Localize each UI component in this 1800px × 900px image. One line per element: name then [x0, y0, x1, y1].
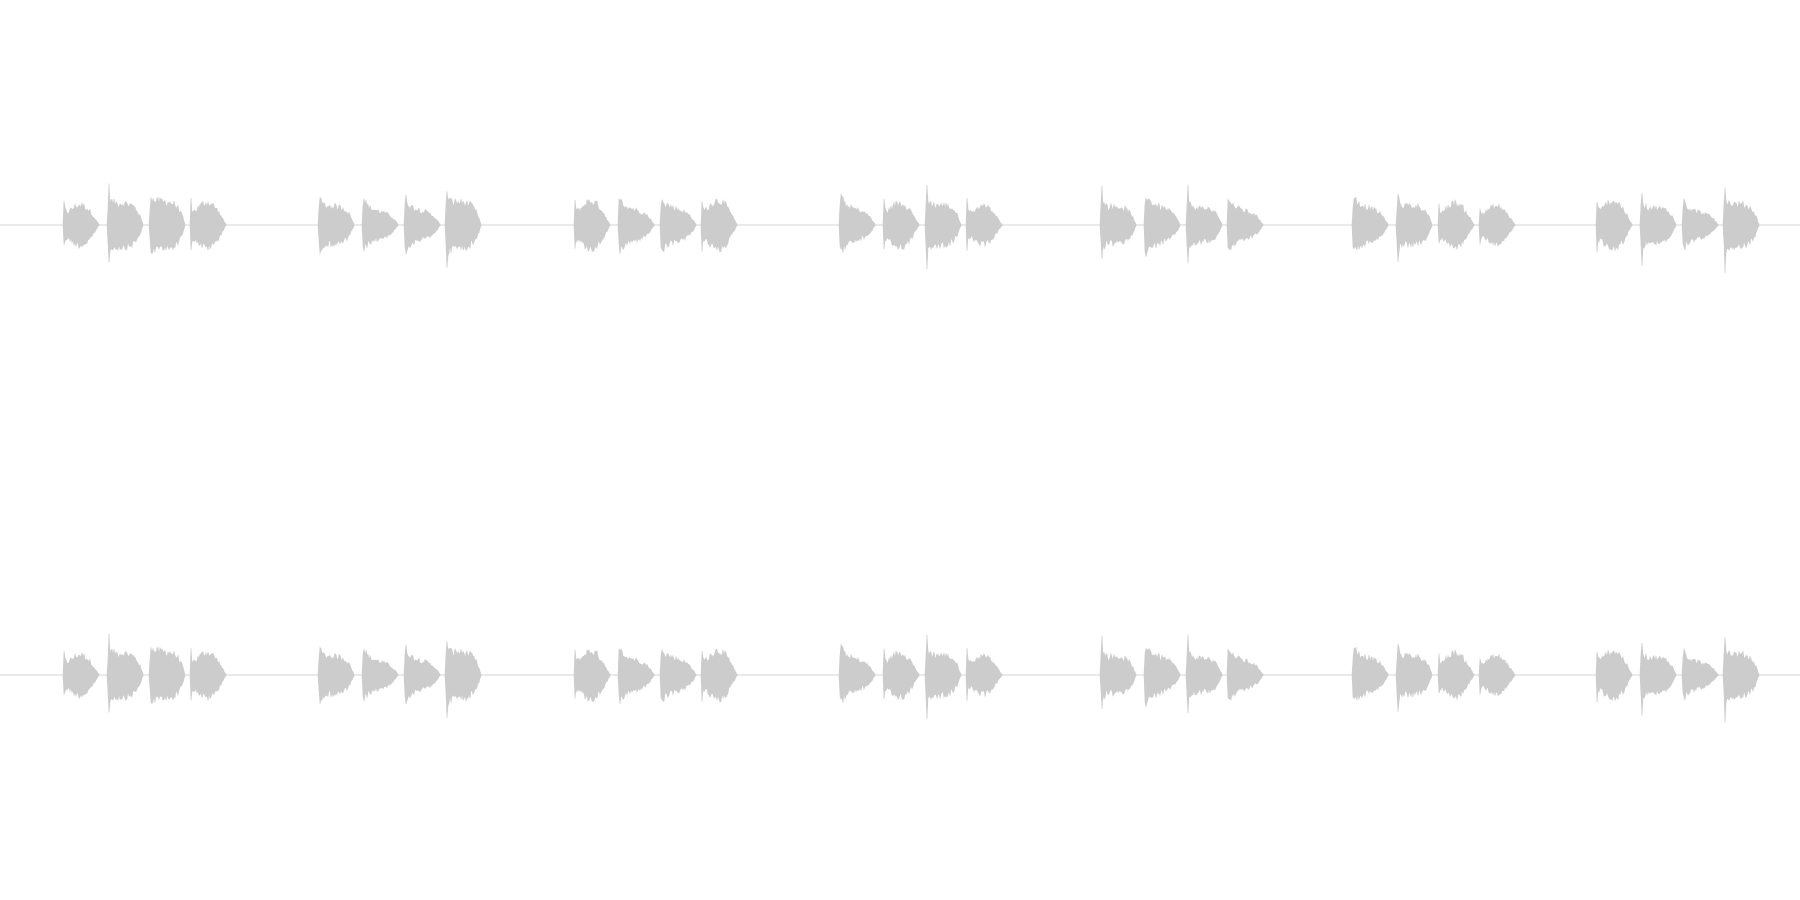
waveform-burst	[106, 633, 144, 713]
waveform-burst	[1639, 192, 1677, 266]
waveform-burst	[617, 198, 655, 255]
waveform-burst	[1681, 198, 1719, 251]
waveform-burst	[189, 197, 227, 251]
waveform-burst	[1143, 197, 1181, 257]
waveform-burst	[838, 643, 876, 703]
waveform-burst	[573, 649, 611, 702]
waveform-burst	[1099, 635, 1137, 710]
waveform-burst	[361, 648, 399, 702]
waveform-burst	[1437, 648, 1475, 700]
waveform-burst	[1722, 187, 1760, 273]
waveform-burst	[838, 193, 876, 253]
waveform-burst	[924, 634, 962, 720]
waveform-burst	[700, 198, 738, 253]
waveform-burst	[1478, 203, 1516, 247]
waveform-burst	[1437, 198, 1475, 250]
waveform-channel-1[interactable]	[0, 183, 1800, 273]
waveform-burst	[403, 194, 441, 254]
waveform-burst	[148, 196, 186, 254]
waveform-burst	[361, 198, 399, 252]
waveform-channel-2[interactable]	[0, 633, 1800, 723]
waveform-burst	[882, 648, 920, 701]
waveform-burst	[573, 199, 611, 252]
waveform-burst	[1395, 643, 1433, 712]
waveform-burst	[189, 647, 227, 701]
waveform-burst	[1226, 648, 1264, 701]
waveform-burst	[1681, 648, 1719, 701]
waveform-burst	[1099, 185, 1137, 260]
waveform-burst	[106, 183, 144, 263]
waveform-burst	[1595, 650, 1633, 703]
waveform-burst	[444, 641, 482, 718]
waveform-burst	[1143, 647, 1181, 707]
waveform-burst	[1351, 197, 1389, 251]
waveform-burst	[1226, 198, 1264, 251]
waveform-burst	[700, 648, 738, 703]
waveform-burst	[148, 646, 186, 704]
waveform-burst	[1478, 653, 1516, 697]
waveform-burst	[659, 199, 697, 252]
waveform-burst	[1395, 193, 1433, 262]
waveform-burst	[62, 200, 100, 250]
waveform-burst	[1639, 642, 1677, 716]
waveform-burst	[1722, 637, 1760, 723]
waveform-burst	[1185, 184, 1223, 264]
waveform-burst	[317, 646, 355, 704]
waveform-burst	[965, 648, 1003, 701]
waveform-burst	[965, 198, 1003, 251]
waveform-burst	[1351, 647, 1389, 701]
waveform-burst	[444, 191, 482, 268]
waveform-burst	[924, 184, 962, 270]
waveform-burst	[882, 198, 920, 251]
waveform-burst	[317, 196, 355, 254]
waveform-burst	[659, 649, 697, 702]
waveform-burst	[403, 644, 441, 704]
waveform-burst	[1595, 200, 1633, 253]
waveform-burst	[62, 650, 100, 700]
waveform-burst	[1185, 634, 1223, 714]
waveform-burst	[617, 648, 655, 705]
